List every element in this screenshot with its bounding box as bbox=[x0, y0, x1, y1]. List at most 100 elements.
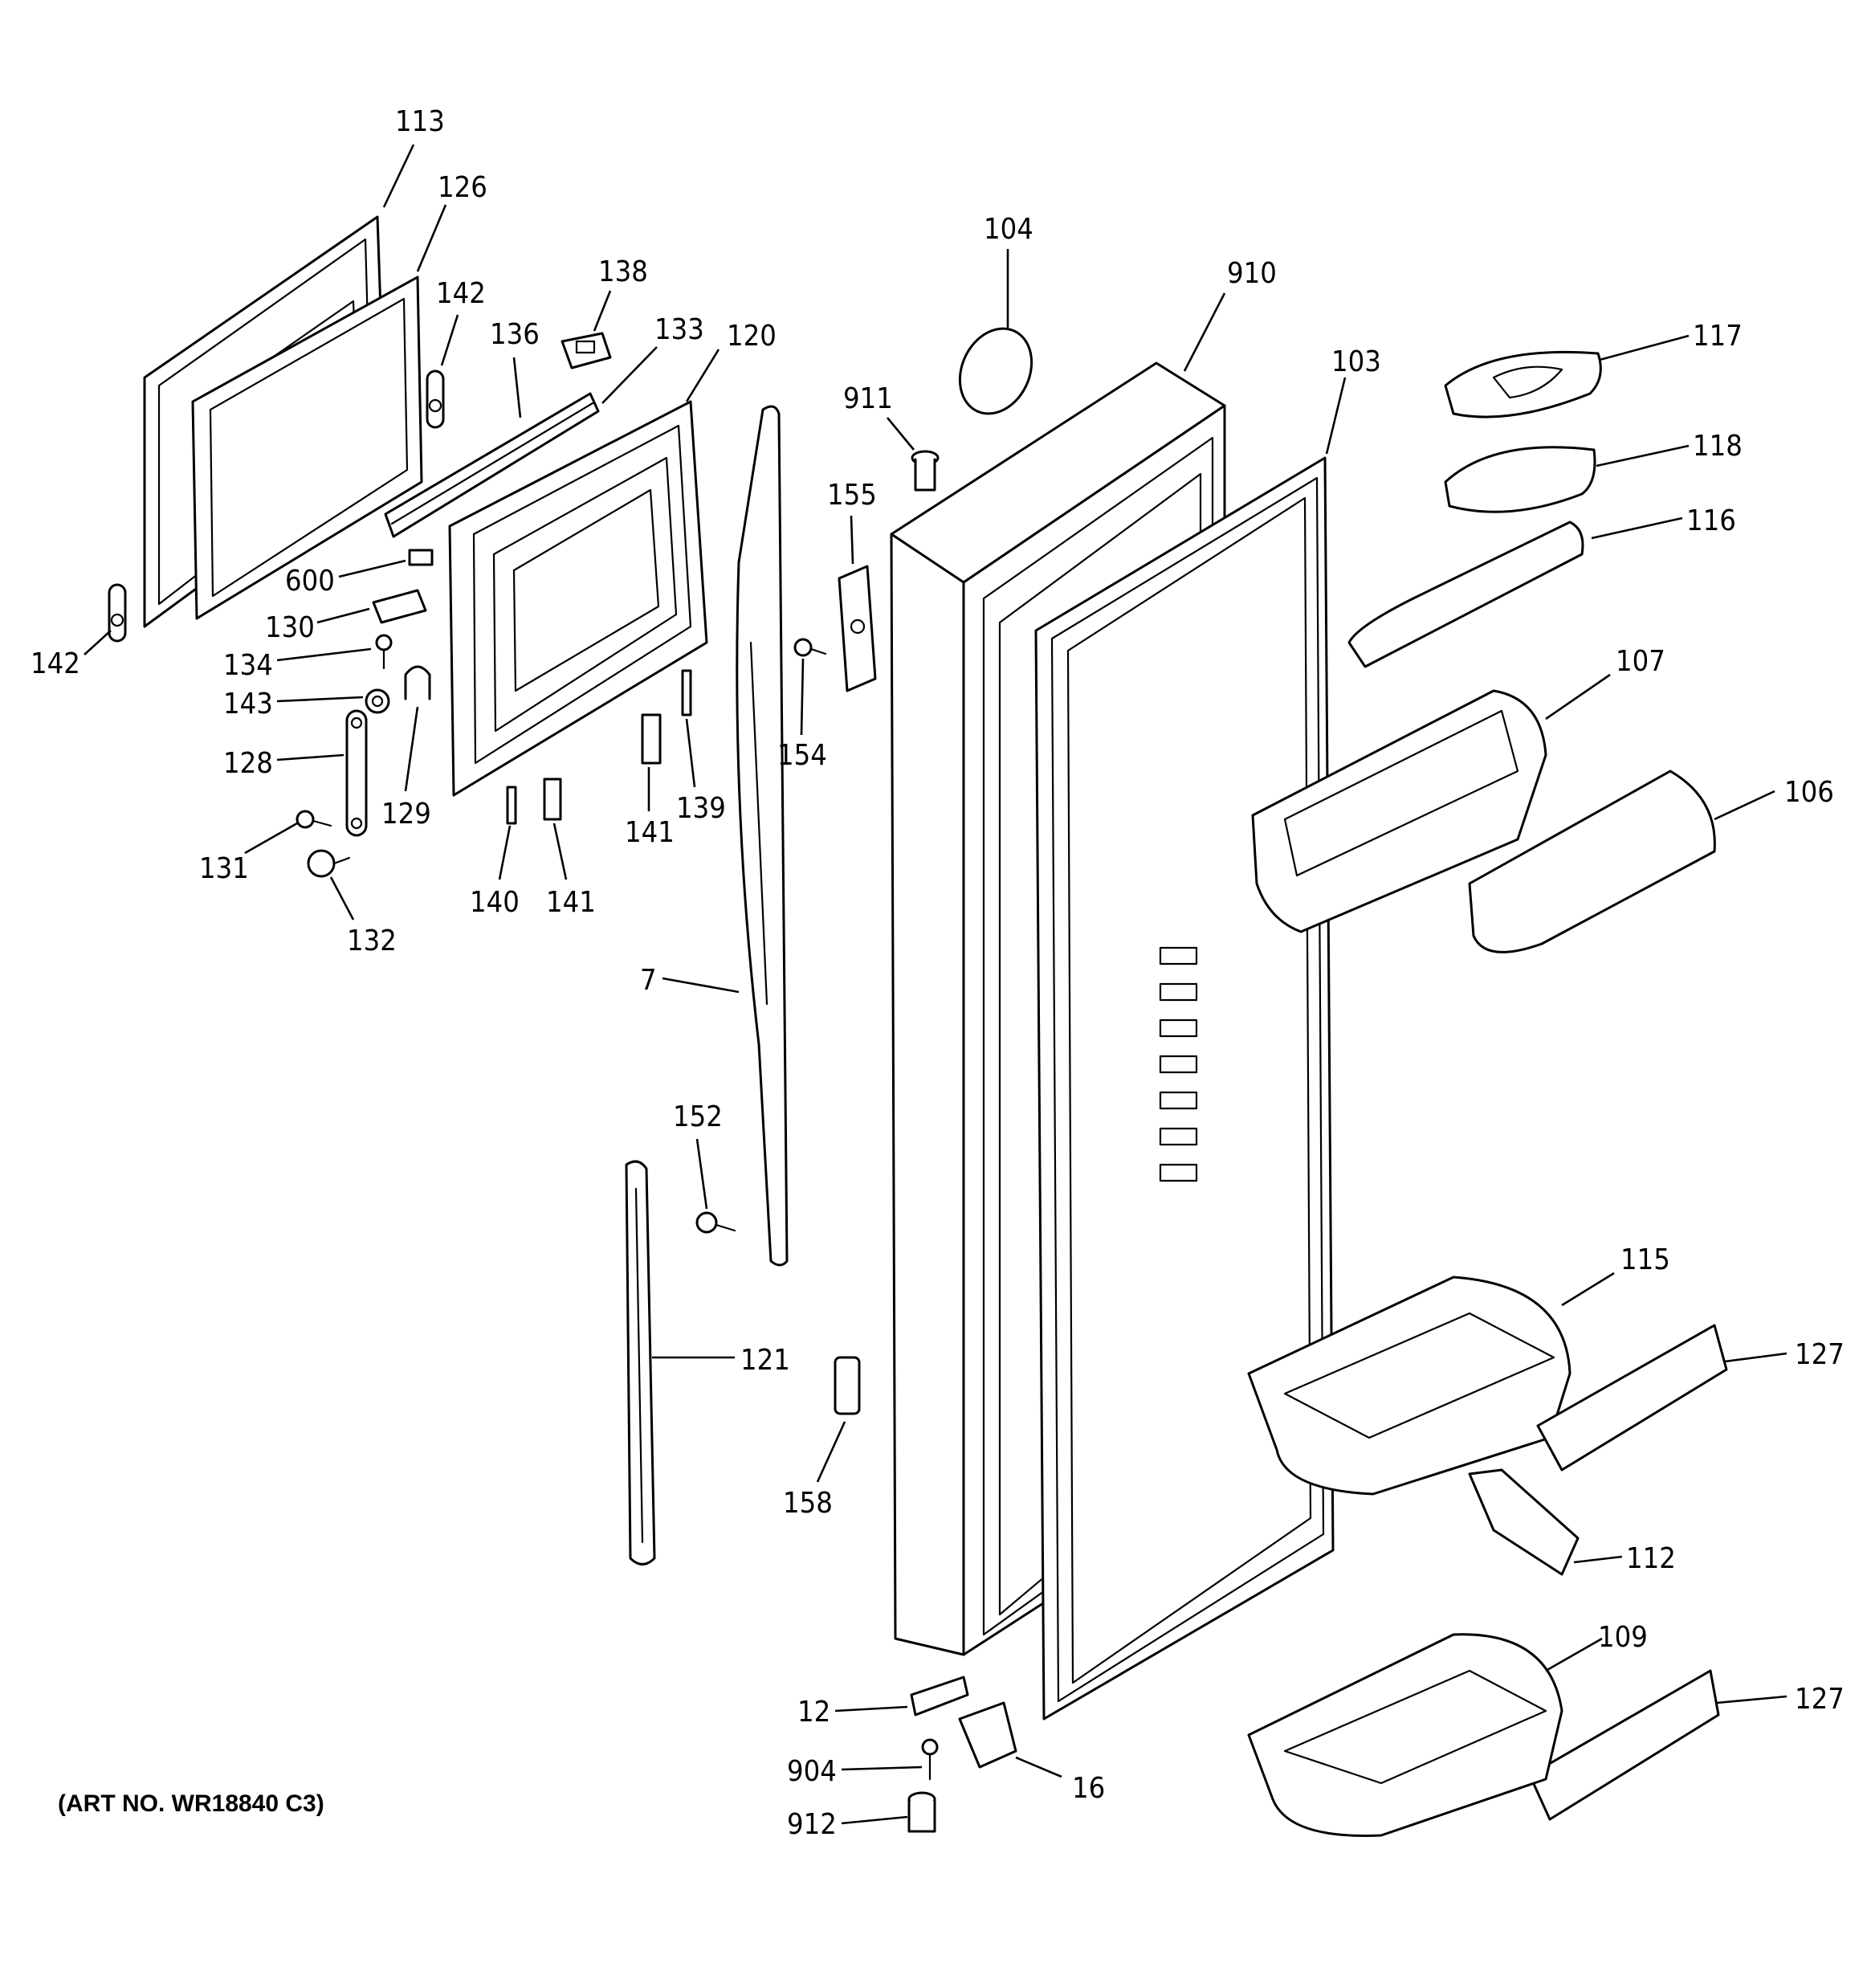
callout-7: 7 bbox=[640, 964, 657, 997]
callout-138: 138 bbox=[598, 255, 648, 288]
part-127-cover-upper bbox=[1536, 1324, 1728, 1472]
part-115-door-bin bbox=[1247, 1276, 1572, 1496]
leader-141-lower bbox=[552, 823, 568, 880]
leader-138 bbox=[593, 290, 612, 332]
callout-16: 16 bbox=[1072, 1772, 1105, 1805]
callout-115: 115 bbox=[1620, 1243, 1670, 1276]
part-112-divider bbox=[1468, 1468, 1580, 1576]
leader-130 bbox=[316, 607, 370, 624]
part-7-handle bbox=[736, 405, 789, 1267]
part-132-bolt bbox=[307, 849, 351, 878]
part-912-pin bbox=[907, 1791, 936, 1833]
leader-133 bbox=[601, 346, 658, 404]
callout-911: 911 bbox=[843, 382, 893, 415]
part-130-bracket bbox=[372, 589, 427, 624]
leader-136 bbox=[512, 357, 522, 418]
callout-104: 104 bbox=[984, 213, 1033, 246]
leader-140 bbox=[498, 825, 512, 880]
part-109-door-bin bbox=[1247, 1633, 1563, 1837]
part-142-clip-lower bbox=[108, 583, 127, 643]
leader-118 bbox=[1596, 444, 1690, 467]
callout-912: 912 bbox=[787, 1808, 837, 1841]
leader-142-lower bbox=[84, 630, 112, 655]
callout-117: 117 bbox=[1693, 320, 1743, 353]
part-138-switch bbox=[561, 332, 612, 369]
part-158-bumper bbox=[834, 1356, 861, 1415]
part-600-sensor bbox=[408, 549, 434, 566]
callout-106: 106 bbox=[1784, 776, 1834, 809]
part-142-clip-upper bbox=[426, 369, 445, 429]
part-107-door-bin bbox=[1251, 689, 1547, 933]
callout-136: 136 bbox=[490, 318, 540, 351]
leader-158 bbox=[816, 1421, 846, 1483]
leader-106 bbox=[1714, 790, 1775, 821]
part-154-screw bbox=[793, 638, 827, 657]
callout-158: 158 bbox=[783, 1487, 833, 1520]
part-911-cap bbox=[911, 450, 940, 492]
part-141-clip-upper bbox=[641, 713, 662, 765]
leader-139 bbox=[685, 718, 696, 788]
callout-904: 904 bbox=[787, 1755, 837, 1788]
callout-116: 116 bbox=[1686, 504, 1736, 537]
callout-128: 128 bbox=[223, 747, 273, 780]
leader-600 bbox=[338, 559, 406, 578]
leader-112 bbox=[1573, 1555, 1623, 1564]
callout-134: 134 bbox=[223, 649, 273, 682]
leader-142-upper bbox=[440, 314, 459, 366]
callout-109: 109 bbox=[1598, 1621, 1648, 1654]
part-104-ring bbox=[958, 327, 1033, 415]
callout-142-lower: 142 bbox=[31, 647, 80, 680]
callout-103: 103 bbox=[1331, 345, 1381, 378]
callout-130: 130 bbox=[265, 611, 315, 644]
leader-115 bbox=[1561, 1272, 1615, 1307]
leader-910 bbox=[1183, 292, 1226, 372]
part-129-hook bbox=[404, 665, 431, 700]
leader-113 bbox=[382, 144, 415, 208]
leader-116 bbox=[1591, 516, 1683, 540]
part-134-screw bbox=[375, 634, 393, 670]
part-117-dairy-cover bbox=[1444, 350, 1602, 418]
leader-127-upper bbox=[1724, 1352, 1788, 1363]
leader-155 bbox=[850, 515, 854, 565]
part-106-bin-cover bbox=[1468, 769, 1716, 953]
callout-143: 143 bbox=[223, 688, 273, 720]
part-140-clip bbox=[506, 786, 517, 825]
part-139-clip bbox=[681, 669, 692, 716]
leader-154 bbox=[800, 658, 805, 736]
leader-904 bbox=[841, 1766, 923, 1771]
leader-127-lower bbox=[1716, 1695, 1788, 1704]
part-904-screw bbox=[921, 1738, 939, 1781]
leader-912 bbox=[841, 1815, 908, 1825]
callout-121: 121 bbox=[740, 1344, 790, 1377]
callout-131: 131 bbox=[199, 852, 249, 885]
part-116-rail bbox=[1347, 520, 1584, 668]
leader-131 bbox=[244, 822, 298, 855]
part-128-lever bbox=[345, 709, 368, 837]
leader-12 bbox=[834, 1705, 908, 1712]
callout-141-lower: 141 bbox=[546, 886, 596, 919]
leader-911 bbox=[886, 417, 915, 451]
callout-118: 118 bbox=[1693, 430, 1743, 463]
part-126-gasket bbox=[191, 276, 423, 620]
callout-133: 133 bbox=[654, 313, 704, 346]
callout-155: 155 bbox=[827, 479, 877, 512]
part-118-dairy-tray bbox=[1444, 446, 1596, 513]
art-number: (ART NO. WR18840 C3) bbox=[58, 1790, 324, 1817]
leader-107 bbox=[1545, 673, 1611, 720]
leader-103 bbox=[1325, 377, 1347, 455]
leader-132 bbox=[329, 876, 355, 921]
leader-129 bbox=[404, 706, 419, 792]
part-liner-pegs bbox=[1159, 946, 1198, 1182]
callout-154: 154 bbox=[777, 739, 827, 772]
part-136-cover bbox=[384, 392, 600, 538]
leader-117 bbox=[1599, 334, 1690, 361]
leader-109 bbox=[1545, 1637, 1603, 1672]
part-155-hinge bbox=[838, 565, 877, 692]
leader-16 bbox=[1015, 1756, 1062, 1778]
callout-107: 107 bbox=[1616, 645, 1665, 678]
leader-128 bbox=[276, 753, 344, 761]
part-120-dispenser-housing bbox=[448, 400, 708, 797]
callout-141-upper: 141 bbox=[625, 816, 675, 849]
callout-139: 139 bbox=[676, 792, 726, 825]
